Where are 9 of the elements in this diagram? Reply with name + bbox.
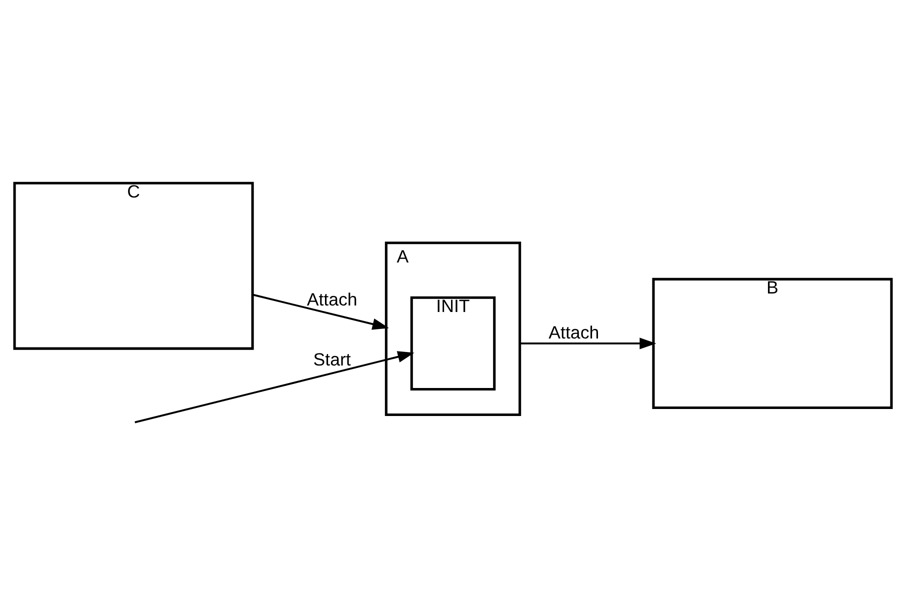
edge-label: Start xyxy=(313,348,351,369)
node-box: INIT xyxy=(410,296,496,390)
arrow xyxy=(134,350,414,423)
arrow xyxy=(520,337,656,349)
node-box: B xyxy=(652,277,893,408)
edge-label: Attach xyxy=(548,322,600,342)
arrow xyxy=(252,293,389,330)
edge-label: Attach xyxy=(306,289,358,310)
node-box: C xyxy=(13,181,254,350)
